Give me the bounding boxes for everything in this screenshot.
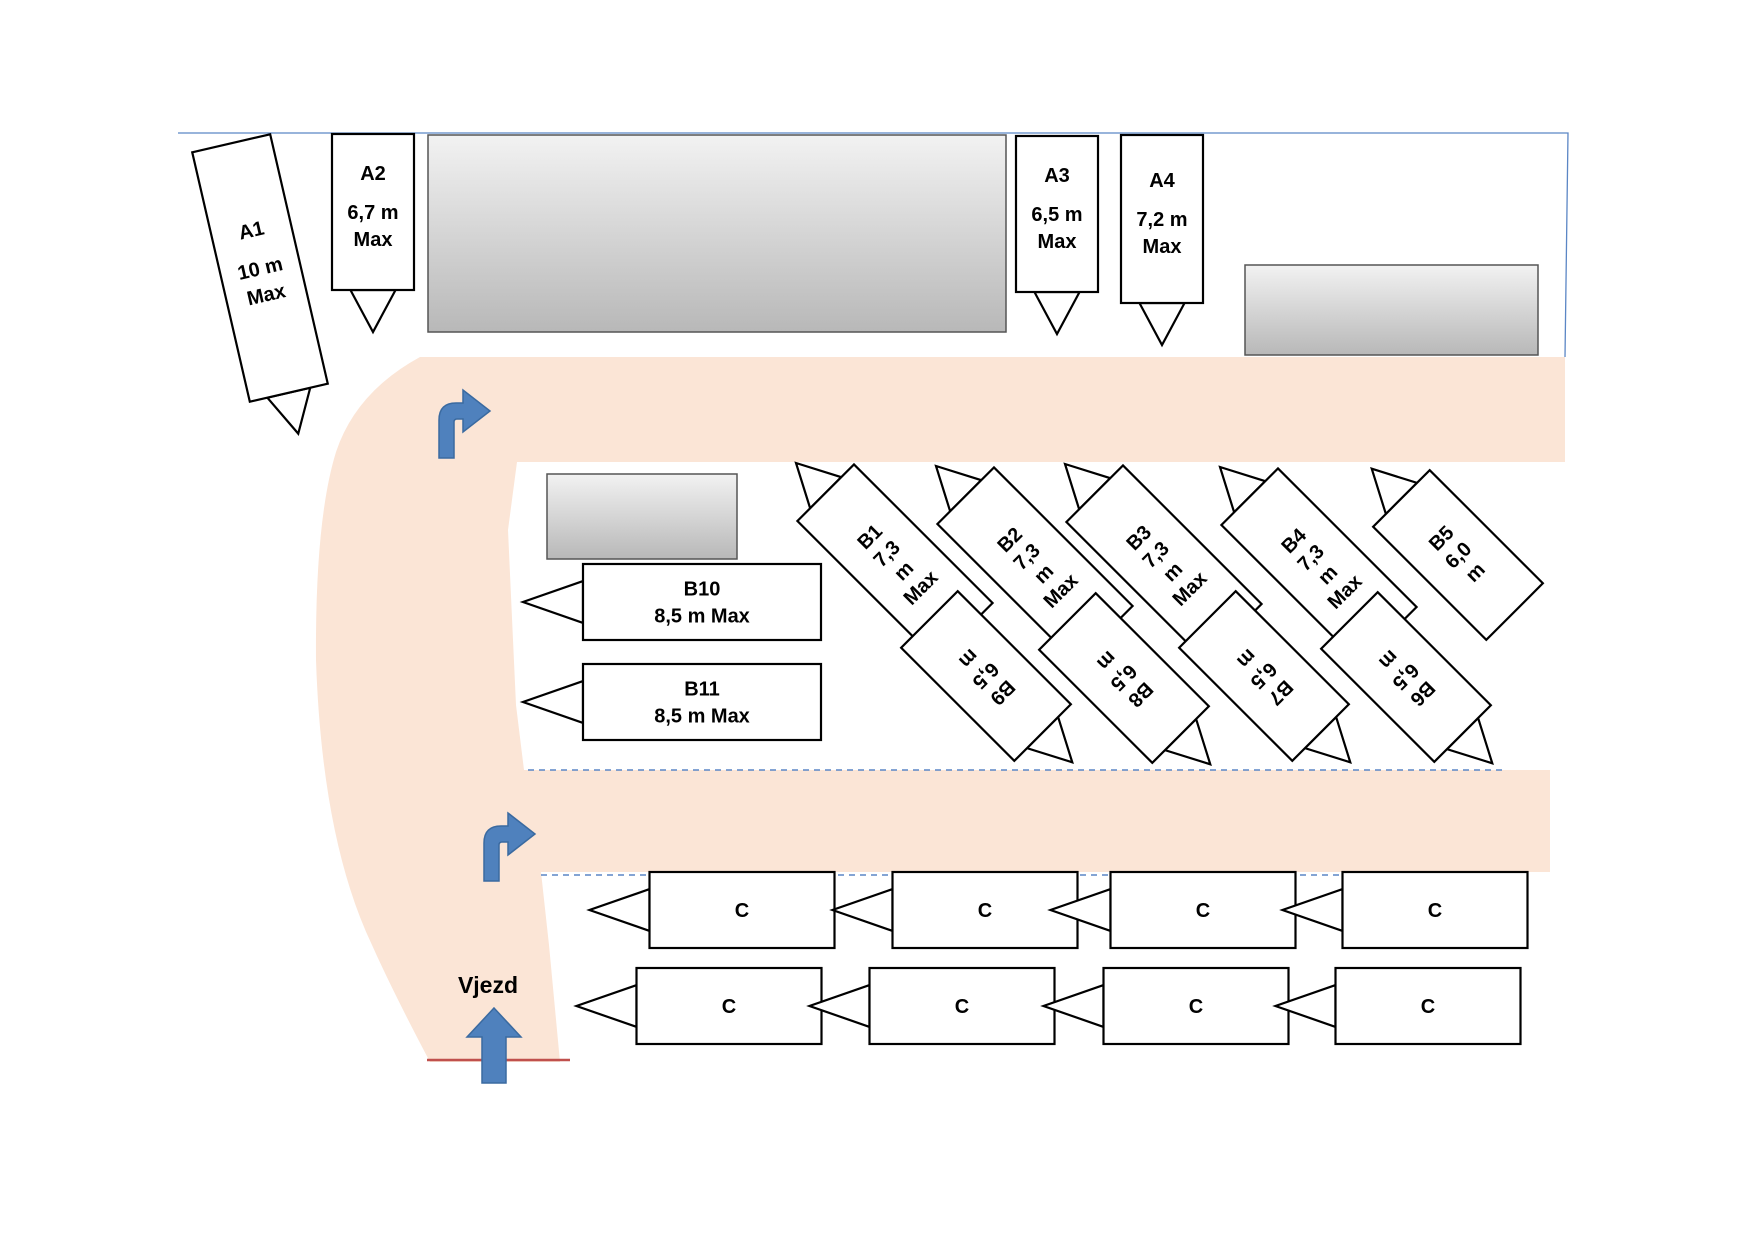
parking-spot-c: C [1040,966,1290,1046]
spot-label: C [735,900,749,922]
spot-box [1177,589,1351,763]
spot-box [1037,591,1211,765]
spot-label: B10 [684,579,721,601]
spot-box [1341,870,1529,950]
direction-marker [1137,301,1187,348]
spot-box [581,562,823,642]
building-main [427,134,1007,333]
parking-spot-c: C [573,966,823,1046]
parking-spot-b9: B96,5m [899,589,1074,764]
parking-spot-c: C [806,966,1056,1046]
direction-marker [1032,290,1082,337]
spot-label: C [955,996,969,1018]
parking-spot-a2: A2 6,7 m Max [330,132,416,335]
spot-box [648,870,836,950]
parking-spot-c: C [1272,966,1522,1046]
spot-size-label: Max [1143,236,1182,258]
spot-box [330,132,416,292]
parking-spot-c: C [586,870,836,950]
spot-size-label: 6,5 m [1031,204,1082,226]
spot-box [1109,870,1297,950]
building-east [1244,264,1539,356]
spot-box [581,662,823,742]
spot-size-label: Max [354,229,393,251]
spot-label: A2 [360,163,386,185]
direction-marker [573,983,638,1029]
spot-label: B11 [684,679,720,701]
parking-spot-b5: B56,0m [1370,467,1545,642]
access-road [315,357,1565,1062]
spot-box [1014,134,1100,294]
spot-label: C [1196,900,1210,922]
building-small [546,473,738,560]
spot-box [868,966,1056,1046]
spot-label: C [978,900,992,922]
direction-marker [519,679,585,725]
spot-box [1334,966,1522,1046]
spot-box [1119,133,1205,305]
parking-spot-c: C [1047,870,1297,950]
direction-marker [829,887,894,933]
direction-marker [348,288,398,335]
spot-label: C [722,996,736,1018]
spot-size-label: 7,2 m [1136,209,1187,231]
up-arrow-icon [465,1006,523,1084]
parking-spot-a4: A4 7,2 m Max [1119,133,1205,348]
parking-spot-a3: A3 6,5 m Max [1014,134,1100,337]
direction-marker [586,887,651,933]
parking-spot-b6: B66,5m [1319,590,1494,765]
lot-boundary [178,132,1569,358]
spot-label: A3 [1044,165,1070,187]
spot-box [891,870,1079,950]
spot-box [190,132,330,404]
parking-spot-c: C [829,870,1079,950]
spot-box [635,966,823,1046]
spot-size-label: 6,7 m [347,202,398,224]
spot-size-label: 8,5 m Max [654,706,750,728]
spot-label: C [1428,900,1442,922]
entrance-label: Vjezd [458,972,518,998]
spot-box [899,589,1073,763]
spot-label: A4 [1149,170,1175,192]
spot-box [1319,590,1493,764]
spot-label: C [1421,996,1435,1018]
parking-spot-b8: B86,5m [1037,591,1212,766]
spot-label: C [1189,996,1203,1018]
parking-spot-b10: B10 8,5 m Max [519,562,823,642]
parking-spot-b11: B11 8,5 m Max [519,662,823,742]
parking-spot-b7: B76,5m [1177,589,1352,764]
turn-right-arrow-icon [483,811,537,882]
turn-right-arrow-icon [438,388,492,459]
parking-spot-c: C [1279,870,1529,950]
spot-box [1371,468,1545,642]
direction-marker [519,579,585,625]
spot-size-label: 8,5 m Max [654,606,750,628]
spot-size-label: Max [1038,231,1077,253]
